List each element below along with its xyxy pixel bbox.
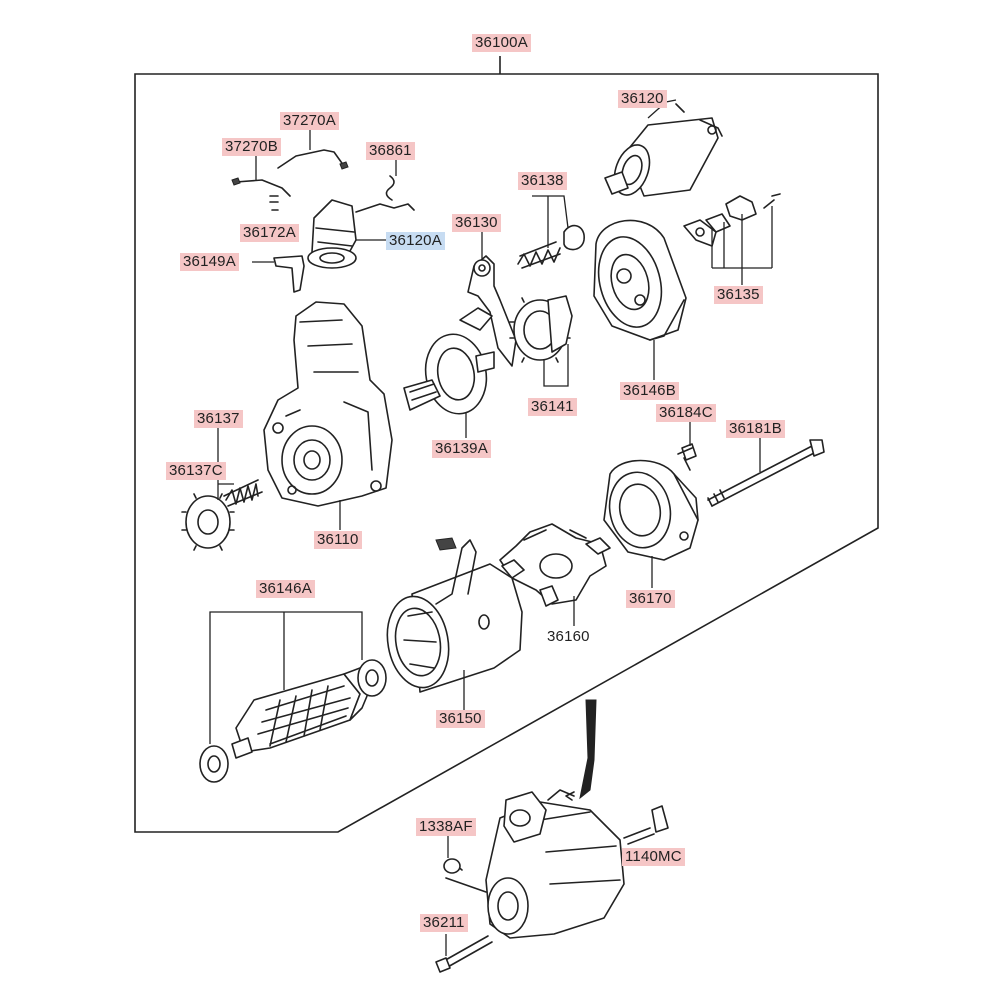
label-36130: 36130 bbox=[452, 214, 501, 232]
clutch-36139A bbox=[403, 333, 495, 438]
wires-37270 bbox=[231, 130, 397, 211]
housing-36146B bbox=[593, 219, 687, 380]
solenoid-36120 bbox=[604, 99, 723, 197]
label-36160: 36160 bbox=[547, 628, 590, 645]
holder-36120A bbox=[307, 199, 415, 269]
assembly-frame bbox=[134, 56, 879, 833]
gear-36141 bbox=[509, 295, 573, 387]
screw-36184C bbox=[677, 420, 697, 471]
label-36137: 36137 bbox=[194, 410, 243, 428]
armature-36146A bbox=[199, 611, 387, 783]
spring-36138 bbox=[517, 195, 585, 269]
label-1338AF: 1338AF bbox=[416, 818, 476, 836]
label-36138: 36138 bbox=[518, 172, 567, 190]
label-36211: 36211 bbox=[420, 914, 468, 932]
lever-36130 bbox=[459, 232, 517, 367]
label-36150: 36150 bbox=[436, 710, 485, 728]
contact-parts-36135 bbox=[683, 193, 781, 285]
label-36146A: 36146A bbox=[256, 580, 315, 598]
label-36135: 36135 bbox=[714, 286, 763, 304]
label-36146B: 36146B bbox=[620, 382, 679, 400]
end-frame-36170 bbox=[603, 459, 699, 588]
label-36181B: 36181B bbox=[726, 420, 785, 438]
label-36149A: 36149A bbox=[180, 253, 239, 271]
label-37270A: 37270A bbox=[280, 112, 339, 130]
label-37270B: 37270B bbox=[222, 138, 281, 156]
label-36861: 36861 bbox=[366, 142, 415, 160]
label-36110: 36110 bbox=[314, 531, 362, 549]
label-36120: 36120 bbox=[618, 90, 667, 108]
front-housing-36110 bbox=[263, 301, 393, 530]
bracket-36149A bbox=[252, 255, 305, 293]
label-1140MC: 1140MC bbox=[622, 848, 685, 866]
label-36139A: 36139A bbox=[432, 440, 491, 458]
brush-holder-36160 bbox=[499, 523, 611, 626]
label-assembly-36100A: 36100A bbox=[472, 34, 531, 52]
assembled-starter bbox=[435, 789, 669, 973]
label-36137C: 36137C bbox=[166, 462, 226, 480]
label-36172A: 36172A bbox=[240, 224, 299, 242]
gear-36137 bbox=[181, 426, 263, 551]
label-36141: 36141 bbox=[528, 398, 577, 416]
assembly-arrow bbox=[565, 699, 597, 801]
label-36170: 36170 bbox=[626, 590, 675, 608]
yoke-36150 bbox=[386, 537, 523, 710]
label-36120A: 36120A bbox=[386, 232, 445, 250]
bolt-36181B bbox=[707, 436, 825, 507]
label-36184C: 36184C bbox=[656, 404, 716, 422]
